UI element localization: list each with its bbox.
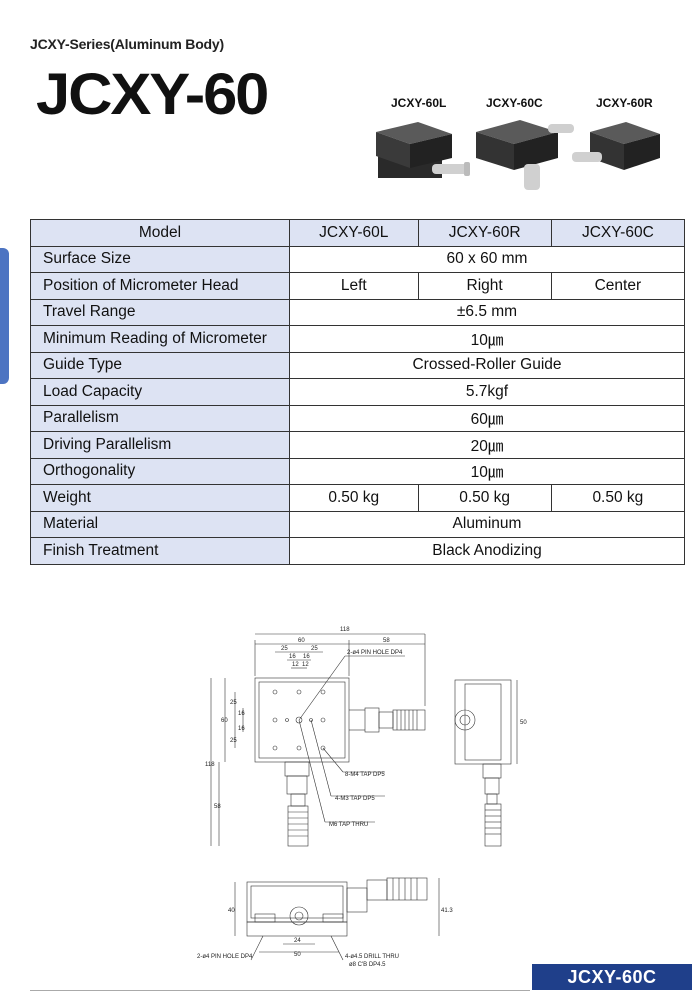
- table-row: Load Capacity 5.7kgf: [30, 378, 685, 406]
- row-label-travel-range: Travel Range: [30, 298, 290, 326]
- table-row: Parallelism 60㎛: [30, 404, 685, 432]
- row-label-parallelism: Parallelism: [30, 404, 290, 432]
- dim-front24: 24: [294, 938, 301, 944]
- dim-25b: 25: [311, 646, 318, 652]
- dim-16b: 16: [303, 654, 310, 660]
- row-label-load-capacity: Load Capacity: [30, 378, 290, 406]
- technical-drawing: 118 60 58 25 25 16 16 12 12 60 25 16 16 …: [197, 627, 527, 968]
- dim-front41-3: 41.3: [441, 908, 453, 914]
- dim-12a: 12: [292, 662, 299, 668]
- row-label-surface-size: Surface Size: [30, 245, 290, 273]
- photo-label-60c: JCXY-60C: [486, 96, 543, 110]
- photo-label-60l: JCXY-60L: [391, 96, 447, 110]
- dim-front40: 40: [228, 908, 235, 914]
- table-row: Surface Size 60 x 60 mm: [30, 245, 685, 273]
- dim-v25b: 25: [230, 738, 237, 744]
- header-col-60r: JCXY-60R: [417, 219, 552, 247]
- dim-16a: 16: [289, 654, 296, 660]
- dim-v25a: 25: [230, 700, 237, 706]
- row-label-guide-type: Guide Type: [30, 351, 290, 379]
- callout-m4-tap: 8-M4 TAP DP5: [345, 772, 385, 778]
- table-row: Position of Micrometer Head Left Right C…: [30, 272, 686, 300]
- footer-model-badge: JCXY-60C: [532, 964, 692, 990]
- header-col-60c: JCXY-60C: [550, 219, 686, 247]
- table-row: Material Aluminum: [30, 510, 685, 538]
- table-row: Orthogonality 10㎛: [30, 457, 685, 485]
- row-value-position-60r: Right: [417, 272, 552, 300]
- header-model: Model: [30, 219, 290, 247]
- row-value-driving-parallelism: 20㎛: [289, 431, 685, 459]
- side-tab: [0, 248, 9, 384]
- product-image-60r: [572, 122, 660, 170]
- callout-pin-hole-front: 2-ø4 PIN HOLE DP4: [197, 954, 253, 960]
- dimension-labels: 118 60 58 25 25 16 16 12 12 60 25 16 16 …: [197, 627, 527, 968]
- row-value-orthogonality: 10㎛: [289, 457, 685, 485]
- dim-12b: 12: [302, 662, 309, 668]
- table-row: Guide Type Crossed-Roller Guide: [30, 351, 685, 379]
- row-value-parallelism: 60㎛: [289, 404, 685, 432]
- top-view-drawing: [210, 633, 426, 847]
- table-row: Finish Treatment Black Anodizing: [30, 537, 685, 565]
- photo-label-60r: JCXY-60R: [596, 96, 653, 110]
- spec-table: Model JCXY-60L JCXY-60R JCXY-60C Surface…: [30, 219, 686, 565]
- product-image-60l: [376, 122, 470, 178]
- table-header-row: Model JCXY-60L JCXY-60R JCXY-60C: [30, 219, 686, 247]
- side-view-drawing: [454, 679, 518, 847]
- product-photos: [376, 120, 660, 190]
- row-value-weight-60l: 0.50 kg: [289, 484, 419, 512]
- table-row: Travel Range ±6.5 mm: [30, 298, 685, 326]
- series-title: JCXY-Series(Aluminum Body): [30, 36, 224, 52]
- product-image-60c: [476, 120, 574, 190]
- front-view-drawing: [234, 877, 440, 961]
- row-value-finish: Black Anodizing: [289, 537, 685, 565]
- row-value-min-reading: 10㎛: [289, 325, 685, 353]
- dim-v58: 58: [214, 804, 221, 810]
- dim-v118: 118: [205, 762, 215, 768]
- header-col-60l: JCXY-60L: [289, 219, 419, 247]
- callout-m3-tap: 4-M3 TAP DP5: [335, 796, 375, 802]
- row-value-surface-size: 60 x 60 mm: [289, 245, 685, 273]
- table-row: Driving Parallelism 20㎛: [30, 431, 685, 459]
- row-value-material: Aluminum: [289, 510, 685, 538]
- row-label-finish: Finish Treatment: [30, 537, 290, 565]
- row-label-weight: Weight: [30, 484, 290, 512]
- callout-drill-thru: 4-ø4.5 DRILL THRU: [345, 954, 399, 960]
- model-title: JCXY-60: [36, 62, 269, 127]
- dim-25a: 25: [281, 646, 288, 652]
- row-label-min-reading: Minimum Reading of Micrometer: [30, 325, 290, 353]
- table-row: Minimum Reading of Micrometer 10㎛: [30, 325, 685, 353]
- footer-divider: [30, 990, 530, 991]
- callout-cb: ø8 C'B DP4.5: [349, 962, 386, 968]
- row-label-material: Material: [30, 510, 290, 538]
- dim-v16b: 16: [238, 726, 245, 732]
- row-value-load-capacity: 5.7kgf: [289, 378, 685, 406]
- row-label-driving-parallelism: Driving Parallelism: [30, 431, 290, 459]
- dim-side50: 50: [520, 720, 527, 726]
- row-value-position-60l: Left: [289, 272, 419, 300]
- row-value-guide-type: Crossed-Roller Guide: [289, 351, 685, 379]
- dim-v16a: 16: [238, 711, 245, 717]
- dim-58: 58: [383, 638, 390, 644]
- table-row: Weight 0.50 kg 0.50 kg 0.50 kg: [30, 484, 686, 512]
- row-value-weight-60c: 0.50 kg: [550, 484, 686, 512]
- row-label-orthogonality: Orthogonality: [30, 457, 290, 485]
- row-label-micrometer-position: Position of Micrometer Head: [30, 272, 290, 300]
- dim-118: 118: [340, 627, 350, 633]
- dim-60: 60: [298, 638, 305, 644]
- dim-v60: 60: [221, 718, 228, 724]
- callout-m6-tap: M6 TAP THRU: [329, 822, 368, 828]
- callout-pin-hole-top: 2-ø4 PIN HOLE DP4: [347, 650, 403, 656]
- dim-front50: 50: [294, 952, 301, 958]
- row-value-travel-range: ±6.5 mm: [289, 298, 685, 326]
- row-value-position-60c: Center: [550, 272, 686, 300]
- row-value-weight-60r: 0.50 kg: [417, 484, 552, 512]
